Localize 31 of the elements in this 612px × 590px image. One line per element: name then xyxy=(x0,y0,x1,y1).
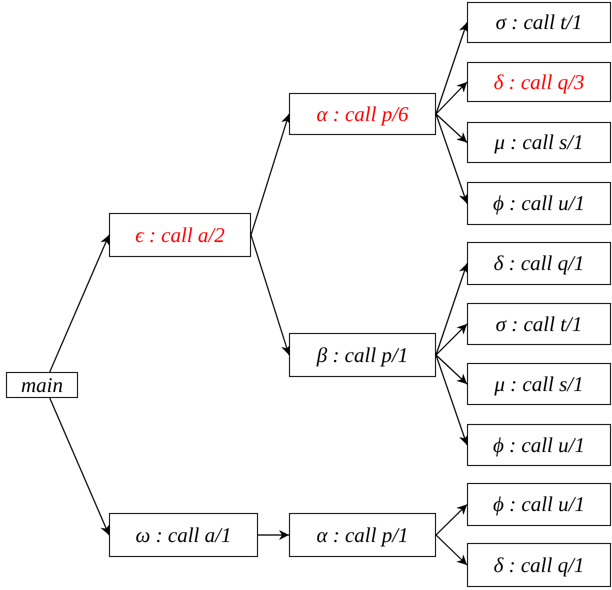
arrow xyxy=(436,324,468,356)
arrow xyxy=(258,530,289,540)
arrow xyxy=(435,263,469,356)
call-node: σ : call t/1 xyxy=(467,303,611,345)
call-node: ϕ : call u/1 xyxy=(467,483,611,526)
call-node: β : call p/1 xyxy=(289,333,436,377)
call-node: ϕ : call u/1 xyxy=(467,182,611,225)
call-node: ϵ : call a/2 xyxy=(109,213,251,257)
arrow xyxy=(435,114,468,204)
call-node: ω : call a/1 xyxy=(109,513,258,557)
arrow xyxy=(49,398,110,536)
call-node: main xyxy=(6,372,78,398)
call-node: μ : call s/1 xyxy=(467,122,611,163)
arrow xyxy=(436,82,468,114)
arrow xyxy=(436,534,468,566)
arrow xyxy=(435,22,469,114)
call-node: μ : call s/1 xyxy=(467,363,611,405)
arrow xyxy=(436,354,468,384)
call-node: δ : call q/1 xyxy=(467,543,611,587)
call-node: ϕ : call u/1 xyxy=(467,424,611,466)
arrow xyxy=(436,114,468,143)
call-node: α : call p/1 xyxy=(289,513,436,557)
call-node: δ : call q/1 xyxy=(467,242,611,285)
arrow xyxy=(436,504,468,536)
call-node: α : call p/6 xyxy=(289,93,436,135)
call-node: σ : call t/1 xyxy=(467,2,611,43)
call-node: δ : call q/3 xyxy=(467,62,611,102)
arrow xyxy=(250,234,291,356)
arrow xyxy=(49,234,110,372)
arrow xyxy=(250,114,291,236)
arrow xyxy=(435,354,468,446)
